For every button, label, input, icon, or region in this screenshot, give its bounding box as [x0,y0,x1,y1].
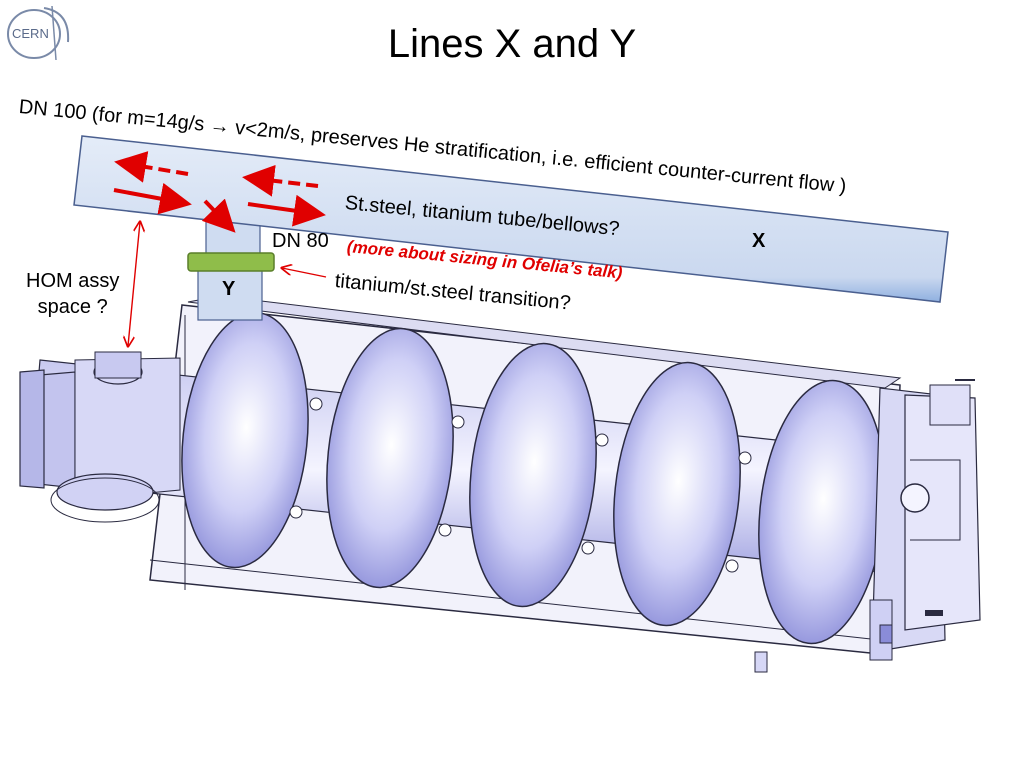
flow-arrows [113,151,326,233]
flow-arrow-right [113,182,192,215]
slide-title: Lines X and Y [387,22,637,66]
cavity-cell [469,342,597,608]
cern-logo: CERN [7,5,70,61]
flow-arrow-left-dashed [242,164,319,197]
line-x-pipe [73,135,949,303]
hom-space-arrow [128,222,140,346]
flow-arrow-left-dashed [114,151,189,183]
line-y-pipe [187,213,275,321]
cavity-cell [326,327,454,589]
hom-label-line1: HOM assy [26,270,120,292]
dn80-label: DN 80 [272,230,329,252]
transition-pointer-arrow [282,268,327,278]
cern-logo-text: CERN [12,26,49,41]
flow-arrow-down [201,198,236,233]
cavity-assembly [19,295,981,673]
flow-arrow-right [247,194,326,227]
hom-label-line2: space ? [37,296,108,318]
cavity-cell [613,361,741,627]
line-y-label: Y [222,278,236,300]
hom-space-label: HOM assy space ? [26,268,119,320]
line-x-label: X [752,230,766,252]
transition-flange [187,252,275,272]
